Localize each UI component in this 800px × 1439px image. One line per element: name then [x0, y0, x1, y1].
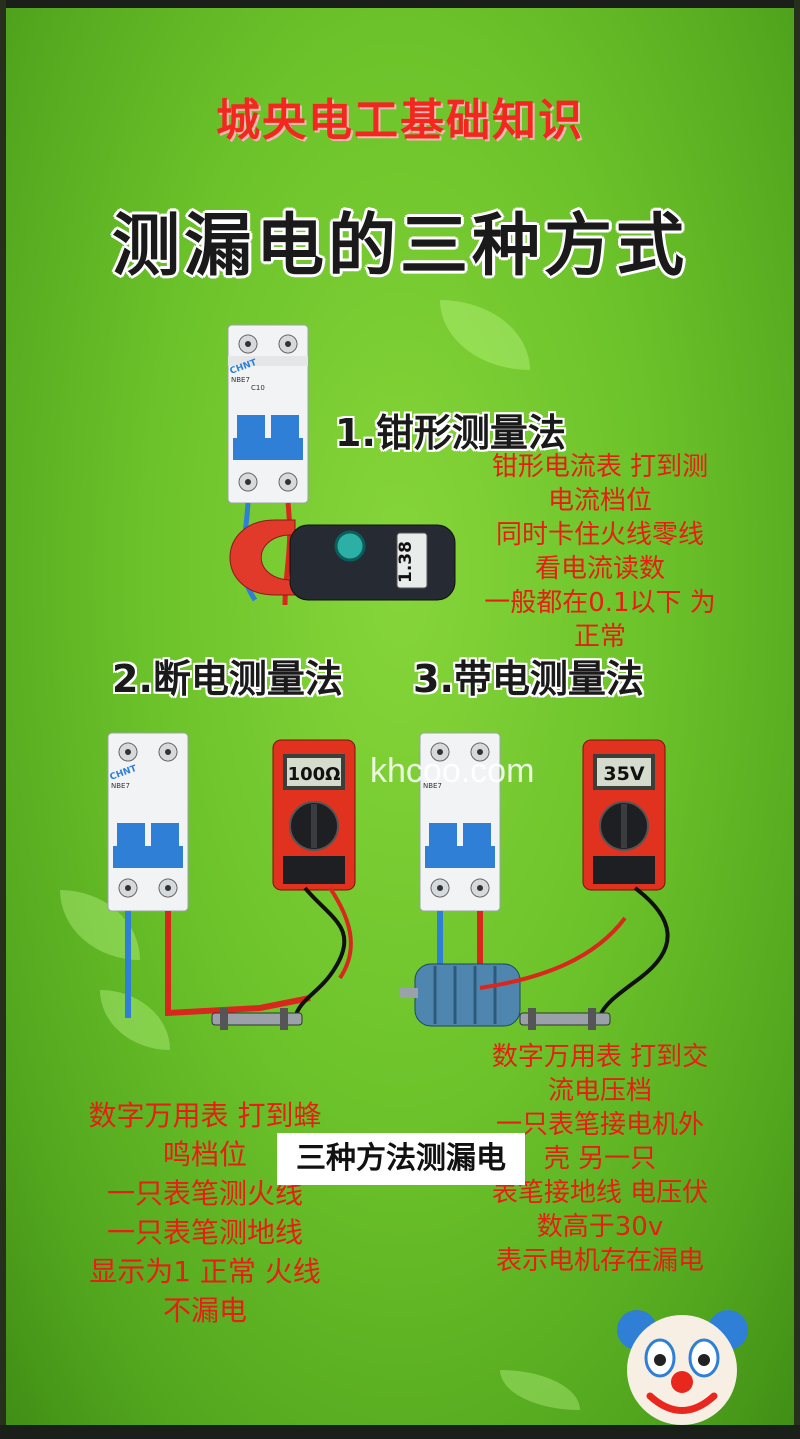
- breaker-model: NBE7: [111, 782, 130, 790]
- method-1-line: 电流档位: [547, 486, 652, 516]
- method-2-line: 不漏电: [162, 1294, 247, 1327]
- main-title: 测漏电的三种方式: [111, 207, 688, 286]
- method-2-illustration: CHNT NBE7 100Ω: [107, 732, 356, 1030]
- method-3-line: 表示电机存在漏电: [495, 1246, 704, 1276]
- method-1-line: 正常: [573, 622, 626, 652]
- method-1-line: 一般都在0.1以下 为: [484, 588, 716, 618]
- multimeter-icon: [272, 739, 356, 891]
- method-1-line: 看电流读数: [534, 554, 665, 584]
- method-3-line: 一只表笔接电机外: [495, 1110, 704, 1140]
- top-frame: [0, 0, 800, 8]
- method-3-line: 数字万用表 打到交: [491, 1042, 709, 1072]
- right-frame: [794, 0, 800, 1439]
- grounding-clamp-icon: [211, 1008, 303, 1030]
- method-3-illustration: NBE7 35V: [400, 732, 670, 1030]
- method-3-description: 数字万用表 打到交 流电压档 一只表笔接电机外 壳 另一只 表笔接地线 电压伏 …: [470, 1040, 730, 1278]
- grounding-clamp-icon: [519, 1008, 611, 1030]
- breaker-icon: [107, 732, 189, 912]
- brand-title: 城央电工基础知识: [216, 95, 584, 146]
- method-2-line: 显示为1 正常 火线: [89, 1255, 321, 1288]
- clamp-meter-reading: 1.38: [396, 541, 416, 583]
- breaker-model: NBE7: [231, 376, 250, 384]
- method-1-line: 钳形电流表 打到测: [491, 452, 709, 482]
- method-3-title: 3.带电测量法: [413, 657, 644, 701]
- method-2-line: 一只表笔测地线: [106, 1216, 303, 1249]
- method-3-line: 表笔接地线 电压伏: [491, 1178, 709, 1208]
- method-2-description: 数字万用表 打到蜂 鸣档位 一只表笔测火线 一只表笔测地线 显示为1 正常 火线…: [60, 1096, 350, 1330]
- method-1-illustration: CHNT NBE7 C10 1.38: [227, 324, 456, 606]
- method-2-title: 2.断电测量法: [112, 657, 343, 701]
- video-caption: 三种方法测漏电: [277, 1133, 525, 1185]
- method-1-description: 钳形电流表 打到测 电流档位 同时卡住火线零线 看电流读数 一般都在0.1以下 …: [470, 450, 730, 654]
- breaker-model: NBE7: [423, 782, 442, 790]
- method-2-line: 一只表笔测火线: [106, 1177, 303, 1210]
- clamp-meter-icon: [229, 519, 456, 601]
- method-1-title: 1.钳形测量法: [335, 411, 566, 455]
- motor-icon: [400, 963, 521, 1027]
- breaker-rating: C10: [251, 384, 265, 392]
- method-3-line: 流电压档: [547, 1076, 652, 1106]
- breaker-icon: [419, 732, 501, 912]
- left-frame: [0, 0, 6, 1439]
- method-2-line: 鸣档位: [162, 1138, 247, 1171]
- method-3-line: 数高于30v: [536, 1212, 664, 1242]
- watermark: khcoo.com: [370, 752, 535, 790]
- breaker-icon: [227, 324, 309, 504]
- clown-face-icon: [617, 1310, 748, 1425]
- leaf-decoration: [500, 1370, 580, 1410]
- method-2-line: 数字万用表 打到蜂: [88, 1099, 322, 1132]
- multimeter-reading: 100Ω: [288, 764, 341, 785]
- bottom-frame: [0, 1425, 800, 1439]
- method-3-line: 壳 另一只: [543, 1144, 657, 1174]
- method-1-line: 同时卡住火线零线: [495, 520, 704, 550]
- multimeter-reading: 35V: [603, 763, 644, 785]
- multimeter-icon: [582, 739, 666, 891]
